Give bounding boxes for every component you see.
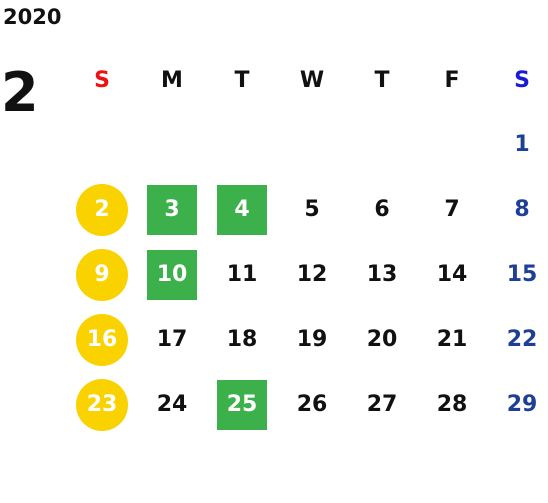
date-label: 26	[296, 392, 328, 417]
date-cell-1[interactable]: 1	[487, 112, 548, 177]
weekday-header-thursday: T	[374, 67, 390, 93]
date-label: 9	[94, 262, 110, 287]
date-label: 28	[436, 392, 468, 417]
date-cell-14[interactable]: 14	[417, 242, 487, 307]
date-label: 23	[86, 392, 118, 417]
date-cell-10[interactable]: 10	[137, 242, 207, 307]
date-cell-17[interactable]: 17	[137, 307, 207, 372]
date-label: 19	[296, 327, 328, 352]
date-cell-20[interactable]: 20	[347, 307, 417, 372]
date-cell-13[interactable]: 13	[347, 242, 417, 307]
date-label: 22	[506, 327, 538, 352]
date-label: 13	[366, 262, 398, 287]
date-cell-6[interactable]: 6	[347, 177, 417, 242]
date-cell-empty	[417, 112, 487, 177]
date-label: 29	[506, 392, 538, 417]
date-cell-28[interactable]: 28	[417, 372, 487, 437]
date-cell-empty	[137, 112, 207, 177]
date-label: 7	[444, 197, 460, 222]
date-cell-5[interactable]: 5	[277, 177, 347, 242]
date-label: 21	[436, 327, 468, 352]
date-cell-16[interactable]: 16	[67, 307, 137, 372]
weekday-header-sunday: S	[94, 67, 110, 93]
date-label: 15	[506, 262, 538, 287]
weekday-header-wednesday: W	[299, 67, 325, 93]
date-label: 20	[366, 327, 398, 352]
date-cell-empty	[347, 112, 417, 177]
date-cell-empty	[277, 112, 347, 177]
date-cell-15[interactable]: 15	[487, 242, 548, 307]
date-label: 24	[156, 392, 188, 417]
date-label: 10	[156, 262, 188, 287]
date-cell-empty	[207, 112, 277, 177]
date-cell-23[interactable]: 23	[67, 372, 137, 437]
date-cell-18[interactable]: 18	[207, 307, 277, 372]
weekday-header-monday: M	[161, 67, 183, 93]
date-cell-29[interactable]: 29	[487, 372, 548, 437]
weekday-header-saturday: S	[514, 67, 530, 93]
date-label: 2	[94, 197, 110, 222]
date-cell-26[interactable]: 26	[277, 372, 347, 437]
date-cell-8[interactable]: 8	[487, 177, 548, 242]
date-cell-27[interactable]: 27	[347, 372, 417, 437]
date-cell-12[interactable]: 12	[277, 242, 347, 307]
date-cell-22[interactable]: 22	[487, 307, 548, 372]
date-label: 14	[436, 262, 468, 287]
date-label: 6	[374, 197, 390, 222]
date-cell-9[interactable]: 9	[67, 242, 137, 307]
date-label: 4	[234, 197, 250, 222]
date-cell-21[interactable]: 21	[417, 307, 487, 372]
date-label: 27	[366, 392, 398, 417]
date-label: 3	[164, 197, 180, 222]
date-cell-7[interactable]: 7	[417, 177, 487, 242]
date-cell-11[interactable]: 11	[207, 242, 277, 307]
date-cell-25[interactable]: 25	[207, 372, 277, 437]
date-cell-2[interactable]: 2	[67, 177, 137, 242]
date-cell-empty	[67, 112, 137, 177]
date-cell-24[interactable]: 24	[137, 372, 207, 437]
date-label: 25	[226, 392, 258, 417]
date-cell-3[interactable]: 3	[137, 177, 207, 242]
calendar-grid: S M T W T F S 1 2 3 4 5 6 7 8 9 10 11 12…	[67, 48, 548, 437]
year-label: 2020	[3, 5, 62, 29]
date-label: 5	[304, 197, 320, 222]
weekday-header-friday: F	[444, 67, 460, 93]
date-cell-19[interactable]: 19	[277, 307, 347, 372]
date-label: 11	[226, 262, 258, 287]
date-cell-4[interactable]: 4	[207, 177, 277, 242]
month-label: 2	[1, 61, 39, 124]
date-label: 17	[156, 327, 188, 352]
date-label: 16	[86, 327, 118, 352]
date-label: 12	[296, 262, 328, 287]
weekday-header-tuesday: T	[234, 67, 250, 93]
date-label: 8	[514, 197, 530, 222]
date-label: 1	[514, 132, 530, 157]
date-label: 18	[226, 327, 258, 352]
